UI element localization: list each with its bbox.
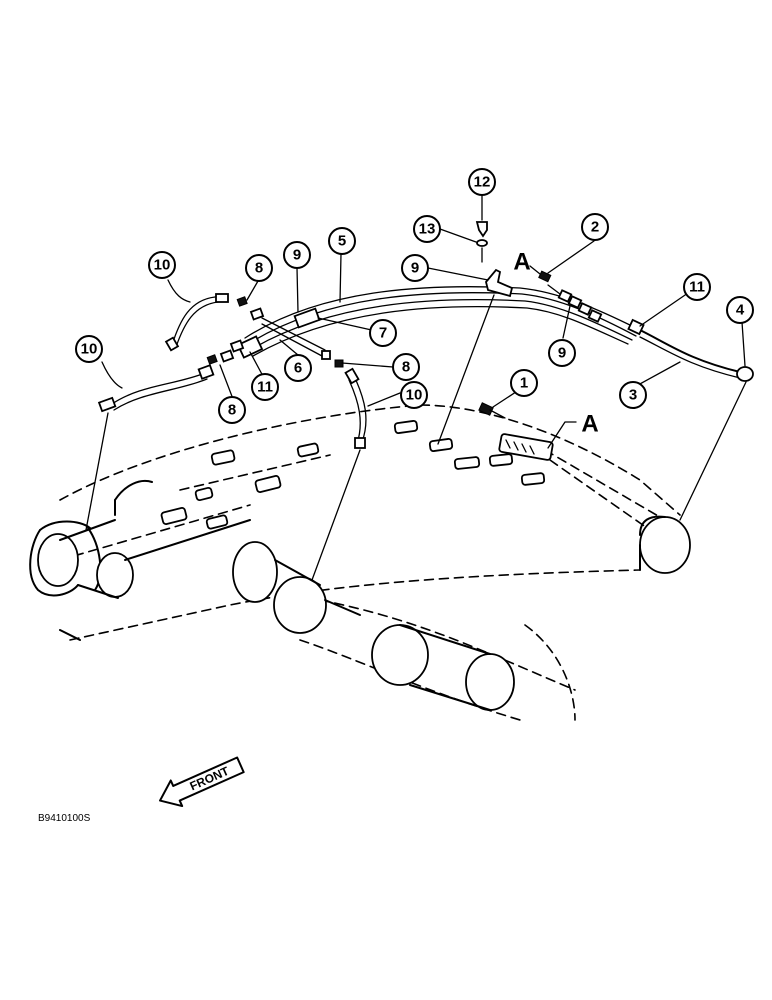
svg-text:FRONT: FRONT (188, 764, 232, 794)
svg-text:3: 3 (629, 387, 637, 404)
upper-fittings (538, 270, 645, 336)
svg-text:13: 13 (419, 221, 436, 238)
callout-8-lower: 8 (218, 396, 246, 424)
svg-text:11: 11 (257, 379, 273, 396)
cylinder-body-ring (371, 624, 429, 686)
callout-8-right: 8 (392, 353, 420, 381)
callout-7: 7 (369, 319, 397, 347)
detail-mark-upper: A (513, 249, 530, 276)
callout-9-left: 9 (283, 241, 311, 269)
boom-foot (29, 480, 251, 641)
callout-11-right: 11 (683, 273, 711, 301)
boom-slots (160, 420, 554, 530)
svg-text:9: 9 (411, 260, 419, 277)
leader-lines (101, 193, 746, 449)
svg-text:8: 8 (402, 359, 410, 376)
end-fitting-4 (736, 366, 754, 382)
clamp-11-right (627, 318, 645, 336)
svg-text:12: 12 (474, 174, 491, 191)
detail-mark-lower: A (581, 411, 598, 438)
callout-4: 4 (726, 296, 754, 324)
svg-text:10: 10 (406, 387, 423, 404)
callout-9-right: 9 (548, 339, 576, 367)
callout-2: 2 (581, 213, 609, 241)
svg-text:10: 10 (81, 341, 98, 358)
callout-10-lower: 10 (400, 381, 428, 409)
callout-10-upper: 10 (148, 251, 176, 279)
svg-text:2: 2 (591, 219, 599, 236)
clamp-9-left (293, 307, 321, 329)
callout-12: 12 (468, 168, 496, 196)
manifold-block (498, 433, 554, 461)
figure-code: B9410100S (38, 813, 91, 824)
svg-text:1: 1 (520, 375, 528, 392)
callout-1: 1 (510, 369, 538, 397)
svg-text:9: 9 (558, 345, 566, 362)
svg-text:11: 11 (689, 279, 705, 296)
fitting-1 (478, 402, 494, 416)
cylinder-body-ring-2 (465, 653, 515, 711)
svg-text:8: 8 (228, 402, 236, 419)
svg-text:4: 4 (736, 302, 745, 319)
callout-10-left: 10 (75, 335, 103, 363)
callout-3: 3 (619, 381, 647, 409)
bolt-12 (475, 221, 488, 238)
bracket-9 (485, 268, 514, 298)
svg-text:9: 9 (293, 247, 301, 264)
boom-cylinder (232, 541, 515, 711)
washer-13 (476, 239, 488, 247)
bracket-hardware (437, 221, 514, 445)
svg-text:5: 5 (338, 233, 346, 250)
foot-pin-boss-left (37, 533, 79, 587)
callout-11-left: 11 (251, 373, 279, 401)
svg-text:7: 7 (379, 325, 387, 342)
cylinder-rod-eye-left (232, 541, 278, 603)
boom-nose (639, 515, 691, 574)
front-arrow: FRONT (159, 756, 245, 808)
callout-8-upper: 8 (245, 254, 273, 282)
svg-text:6: 6 (294, 360, 302, 377)
clamp-11-left (236, 335, 264, 359)
callout-5: 5 (328, 227, 356, 255)
svg-text:10: 10 (154, 257, 171, 274)
hoses (85, 293, 367, 581)
boom-outline (59, 404, 681, 721)
nose-cylinder-end (639, 516, 691, 574)
cylinder-rod-eye (273, 576, 327, 634)
left-fittings (206, 296, 344, 368)
svg-text:8: 8 (255, 260, 263, 277)
callout-6: 6 (284, 354, 312, 382)
front-arrow-icon (159, 756, 245, 808)
callout-13: 13 (413, 215, 441, 243)
callout-9-bracket: 9 (401, 254, 429, 282)
